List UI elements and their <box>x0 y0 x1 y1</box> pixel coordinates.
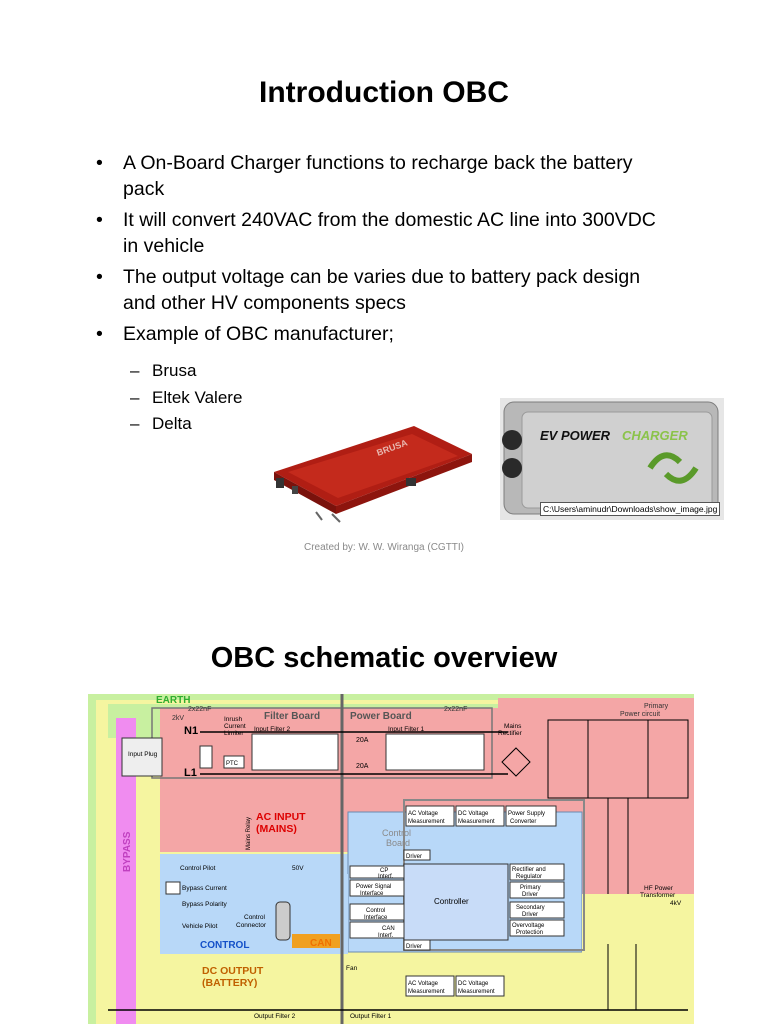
footer-credit: Created by: W. W. Wiranga (CGTTI) <box>303 542 465 553</box>
cap2-label: 2x22nF <box>444 706 467 713</box>
input-filter2-label: Input Filter 2 <box>254 726 291 733</box>
overvoltage-label-2: Protection <box>516 930 543 936</box>
control-label: CONTROL <box>200 940 249 951</box>
driver-label-bottom: Driver <box>406 944 422 950</box>
inrush-label-1: Inrush <box>224 716 242 723</box>
input-plug-label: Input Plug <box>128 751 158 758</box>
earth-label: EARTH <box>156 695 190 706</box>
fuse-20a-2: 20A <box>356 763 369 770</box>
ci-label-2: Interface <box>364 915 388 921</box>
slide-title: Introduction OBC <box>259 76 509 109</box>
hf-transformer-label-2: Transformer <box>640 892 676 899</box>
cp-label-1: CP <box>380 868 388 874</box>
bullet-item: •A On-Board Charger functions to recharg… <box>96 152 633 200</box>
bullet-item: •The output voltage can be varies due to… <box>96 266 641 314</box>
bypass-polarity-label: Bypass Polarity <box>182 901 228 908</box>
psc-label-2: Converter <box>510 819 536 825</box>
bullet-item: •Example of OBC manufacturer; <box>96 323 394 345</box>
control-connector-label-1: Control <box>244 914 266 921</box>
inrush-label-2: Current <box>224 723 246 730</box>
primary-driver-label-1: Primary <box>520 885 541 891</box>
rectifier-label-1: Rectifier and <box>512 867 546 873</box>
dc-output-label: DC OUTPUT <box>202 965 264 977</box>
kv1-label: 2kV <box>172 715 184 722</box>
manufacturer-item: –Brusa <box>130 361 197 380</box>
primary-label: Primary <box>644 703 669 710</box>
dc-voltage-label-1: DC Voltage <box>458 811 489 817</box>
ac-voltage-label-1: AC Voltage <box>408 811 439 817</box>
psc-label-1: Power Supply <box>508 811 545 817</box>
dc-voltage-label-2: Measurement <box>458 819 495 825</box>
slide-title-schematic: OBC schematic overview <box>210 642 558 674</box>
image-path-label: C:\Users\aminudr\Downloads\show_image.jp… <box>540 502 721 516</box>
dc-voltage-label-b2: Measurement <box>458 989 495 995</box>
rectifier-label-2: Regulator <box>516 874 542 880</box>
ptc-label: PTC <box>226 761 239 767</box>
psi-label-1: Power Signal <box>356 884 391 890</box>
hf-transformer-label-1: HF Power <box>644 885 674 892</box>
bypass-label: BYPASS <box>122 831 133 872</box>
can-interface-label-1: CAN <box>382 926 395 932</box>
kv4-label: 4kV <box>670 900 682 907</box>
can-label: CAN <box>310 938 332 949</box>
filter-board-label: Filter Board <box>264 711 320 722</box>
vehicle-pilot-label: Vehicle Pilot <box>182 923 218 930</box>
controller-label: Controller <box>434 897 469 906</box>
can-interface-label-2: Interf. <box>378 933 394 939</box>
power-board-label: Power Board <box>350 711 412 722</box>
v50-label: 50V <box>292 865 304 872</box>
output-filter1-label: Output Filter 1 <box>350 1013 392 1020</box>
charger-logo: CHARGER <box>622 428 688 443</box>
ac-voltage-label-2: Measurement <box>408 819 445 825</box>
primary-driver-label-2: Driver <box>522 892 538 898</box>
l1-label: L1 <box>184 767 197 779</box>
inrush-label-3: Limiter <box>224 730 244 737</box>
ev-power-logo: EV POWER <box>540 428 611 443</box>
cap1-label: 2x22nF <box>188 706 211 713</box>
power-circuit-label: Power circuit <box>620 711 660 718</box>
n1-label: N1 <box>184 725 198 737</box>
control-board-label-1: Control <box>382 828 411 838</box>
psi-label-2: Interface <box>360 891 384 897</box>
control-board-label-2: Board <box>386 838 410 848</box>
fuse-20a-1: 20A <box>356 737 369 744</box>
bullet-item: •It will convert 240VAC from the domesti… <box>96 209 656 257</box>
ac-input-label: AC INPUT <box>256 811 306 823</box>
cp-label-2: Interf. <box>378 874 394 880</box>
mains-label-2: Rectifier <box>498 730 523 737</box>
input-filter1-label: Input Filter 1 <box>388 726 425 733</box>
control-connector-label-2: Connector <box>236 922 267 929</box>
output-filter2-label: Output Filter 2 <box>254 1013 296 1020</box>
secondary-driver-label-2: Driver <box>522 912 538 918</box>
control-pilot-label: Control Pilot <box>180 865 216 872</box>
ev-power-charger-image: EV POWER CHARGER <box>500 398 724 520</box>
battery-label: (BATTERY) <box>202 977 257 989</box>
mains-relay-label: Mains Relay <box>246 817 252 850</box>
mains-label-1: Mains <box>504 723 522 730</box>
overvoltage-label-1: Overvoltage <box>512 923 545 929</box>
slide-introduction: Introduction OBC •A On-Board Charger fun… <box>96 76 724 553</box>
manufacturer-item: –Delta <box>130 414 192 433</box>
obc-schematic-diagram: EARTH 2x22nF 2x22nF Filter Board Power B… <box>88 694 694 1024</box>
brusa-charger-image: BRUSA <box>274 426 472 523</box>
bullet-list: •A On-Board Charger functions to recharg… <box>96 150 666 352</box>
ac-voltage-label-b1: AC Voltage <box>408 981 439 987</box>
secondary-driver-label-1: Secondary <box>516 905 545 911</box>
dc-voltage-label-b1: DC Voltage <box>458 981 489 987</box>
driver-label-top: Driver <box>406 854 422 860</box>
ci-label-1: Control <box>366 908 385 914</box>
manufacturer-list: –Brusa –Eltek Valere –Delta <box>130 358 242 438</box>
ac-mains-label: (MAINS) <box>256 823 297 835</box>
fan-label: Fan <box>346 965 358 972</box>
bypass-current-label: Bypass Current <box>182 885 227 892</box>
manufacturer-item: –Eltek Valere <box>130 387 243 407</box>
ac-voltage-label-b2: Measurement <box>408 989 445 995</box>
